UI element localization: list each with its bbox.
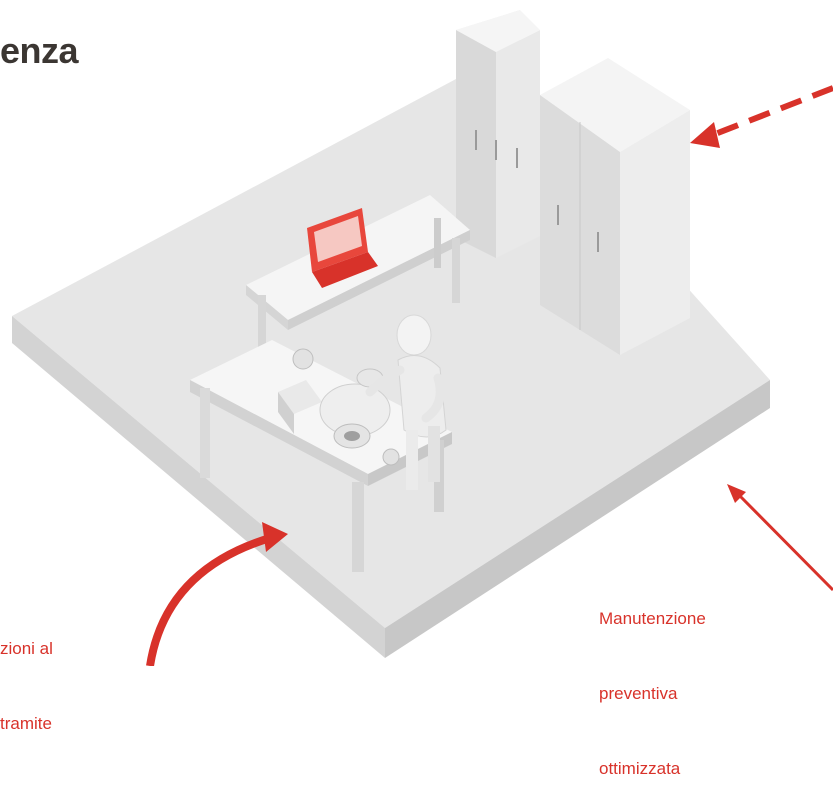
caption-left-line-2: tramite — [0, 714, 52, 733]
curved-arrow-to-table — [146, 522, 288, 666]
caption-right-line-1: Manutenzione — [599, 609, 706, 628]
caption-right-line-2: preventiva — [599, 684, 678, 703]
arrow-to-platform — [727, 484, 833, 592]
caption-right-line-3: ottimizzata — [599, 759, 681, 778]
page-heading: enza — [0, 30, 79, 71]
server-cabinets — [456, 10, 690, 355]
caption-left-line-1: zioni al — [0, 639, 53, 658]
laptop-icon — [307, 208, 378, 288]
caption-preventive-maintenance: Manutenzione preventiva ottimizzata — [599, 556, 706, 806]
person-figure — [365, 314, 447, 490]
pump-part — [278, 348, 400, 466]
caption-left: zioni al tramite — [0, 586, 53, 761]
dashed-arrow-to-cabinets — [690, 85, 833, 148]
isometric-workshop-illustration — [12, 10, 833, 666]
